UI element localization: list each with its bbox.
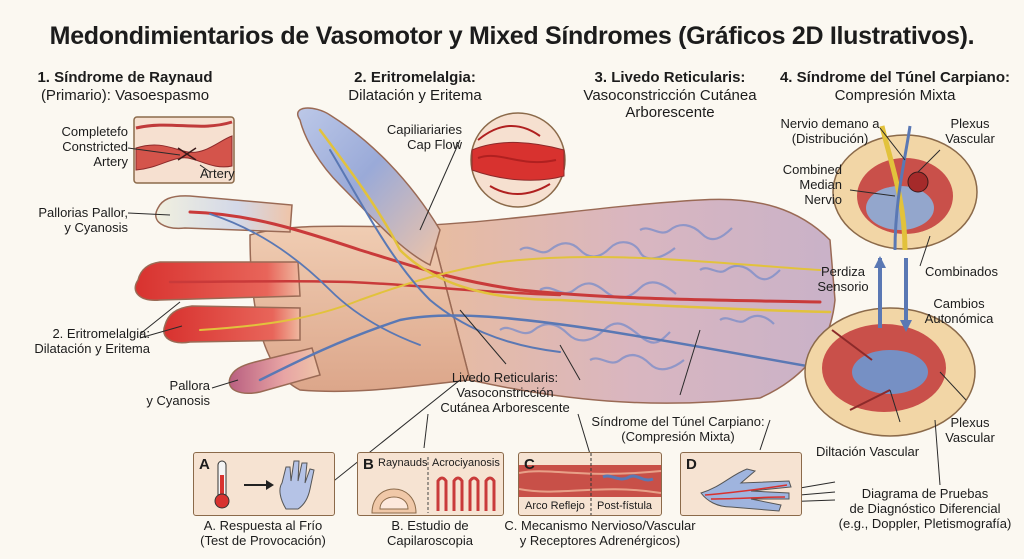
label-diagrama-2: de Diagnóstico Diferencial — [849, 501, 1001, 516]
section-3-subheading-2: Arborescente — [625, 104, 715, 121]
section-2-subheading: Dilatación y Eritema — [348, 87, 482, 104]
panel-a-letter: A — [199, 456, 210, 473]
leader-lines — [127, 127, 967, 503]
label-combined-3: Nervio — [804, 192, 842, 207]
connector-arrows — [874, 256, 912, 332]
label-nervio-demano-1: Nervio demano a — [780, 116, 880, 131]
panel-b-caption-1: B. Estudio de — [391, 518, 469, 533]
label-perdiza-2: Sensorio — [817, 279, 869, 294]
section-3-subheading-1: Vasoconstricción Cutánea — [583, 87, 757, 104]
panel-c-letter: C — [524, 456, 535, 473]
label-constricted-3: Artery — [93, 154, 128, 169]
label-perdiza-1: Perdiza — [820, 264, 866, 279]
panel-d-letter: D — [686, 456, 697, 473]
section-1-subheading: (Primario): Vasoespasmo — [40, 87, 210, 104]
section-3-heading: 3. Livedo Reticularis: — [594, 69, 746, 86]
label-tunel-1: Síndrome del Túnel Carpiano: — [591, 414, 765, 429]
capillary-inset — [470, 112, 566, 208]
panel-a-caption-2: (Test de Provocación) — [200, 533, 326, 548]
label-eritro-left-2: Dilatación y Eritema — [34, 341, 150, 356]
label-capillaries-2: Cap Flow — [407, 137, 462, 152]
label-cambios-2: Autonómica — [924, 311, 994, 326]
label-pallora-1: Pallora — [169, 378, 210, 393]
panel-d: D — [680, 452, 802, 516]
label-livedo-3: Cutánea Arborescente — [440, 400, 570, 415]
section-1-heading: 1. Síndrome de Raynaud — [37, 69, 213, 86]
raynaud-artery-inset — [133, 116, 235, 184]
carpal-tunnel-bottom — [804, 307, 976, 437]
panel-a-caption-1: A. Respuesta al Frío — [203, 518, 323, 533]
label-livedo-1: Livedo Reticularis: — [451, 370, 559, 385]
label-combinados: Combinados — [925, 264, 998, 279]
label-livedo-2: Vasoconstricción — [456, 385, 554, 400]
panel-c: C Arco Reflejo Post-fístula — [518, 452, 662, 516]
section-4-subheading: Compresión Mixta — [834, 87, 956, 104]
label-constricted-2: Constricted — [62, 139, 128, 154]
label-artery: Artery — [200, 166, 235, 181]
section-4-heading: 4. Síndrome del Túnel Carpiano: — [779, 69, 1011, 86]
label-diagrama-1: Diagrama de Pruebas — [861, 486, 989, 501]
panel-c-left-label: Arco Reflejo — [525, 500, 585, 512]
label-pallor-2: y Cyanosis — [64, 220, 128, 235]
section-2-heading: 2. Eritromelalgia: — [354, 69, 476, 86]
label-eritro-left-1: 2. Eritromelalgia: — [52, 326, 150, 341]
label-tunel-2: (Compresión Mixta) — [621, 429, 735, 444]
panel-b-letter: B — [363, 456, 374, 473]
label-plexus-bottom-2: Vascular — [945, 430, 995, 445]
label-pallor-1: Pallorias Pallor, — [38, 205, 128, 220]
vessel-section-icon — [519, 453, 661, 515]
carpal-tunnel-top — [832, 125, 978, 251]
label-capillaries-1: Capiliariaries — [386, 122, 462, 137]
panel-b-caption-2: Capilaroscopia — [387, 533, 473, 548]
panel-b-left-label: Raynauds — [378, 457, 428, 469]
panel-c-right-label: Post-fístula — [597, 500, 653, 512]
label-pallora-2: y Cyanosis — [146, 393, 210, 408]
hand-doppler-icon — [700, 468, 792, 512]
panel-c-caption-2: y Receptores Adrenérgicos) — [519, 533, 681, 548]
label-plexus-bottom-1: Plexus — [950, 415, 990, 430]
label-combined-2: Median — [799, 177, 842, 192]
label-nervio-demano-2: (Distribución) — [791, 131, 869, 146]
label-diltacion: Diltación Vascular — [816, 444, 920, 459]
capillaroscopy-icon — [371, 457, 496, 514]
label-diagrama-3: (e.g., Doppler, Pletismografía) — [838, 516, 1012, 531]
label-constricted-1: Completefo — [61, 124, 128, 139]
label-cambios-1: Cambios — [933, 296, 985, 311]
thermometer-hand-icon — [214, 460, 315, 510]
panel-c-caption-1: C. Mecanismo Nervioso/Vascular — [504, 518, 696, 533]
label-plexus-top-1: Plexus — [950, 116, 990, 131]
page-title: Medondimientarios de Vasomotor y Mixed S… — [49, 22, 975, 50]
label-plexus-top-2: Vascular — [945, 131, 995, 146]
label-combined-1: Combined — [782, 162, 842, 177]
vessels — [168, 128, 832, 382]
panel-b-right-label: Acrociyanosis — [432, 457, 500, 469]
panel-a: A — [193, 452, 335, 516]
panel-b: B Raynauds Acrociyanosis — [357, 452, 504, 516]
